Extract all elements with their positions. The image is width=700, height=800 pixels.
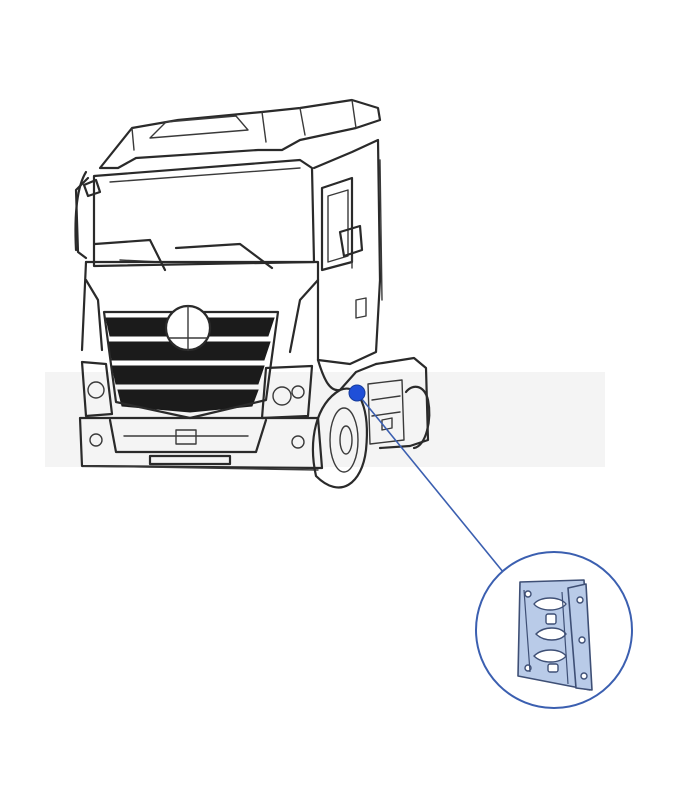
leader-line <box>356 392 509 579</box>
location-dot-icon[interactable] <box>348 384 366 402</box>
bracket-plate-icon[interactable] <box>517 579 593 691</box>
truck-cab-line-drawing <box>74 98 431 489</box>
